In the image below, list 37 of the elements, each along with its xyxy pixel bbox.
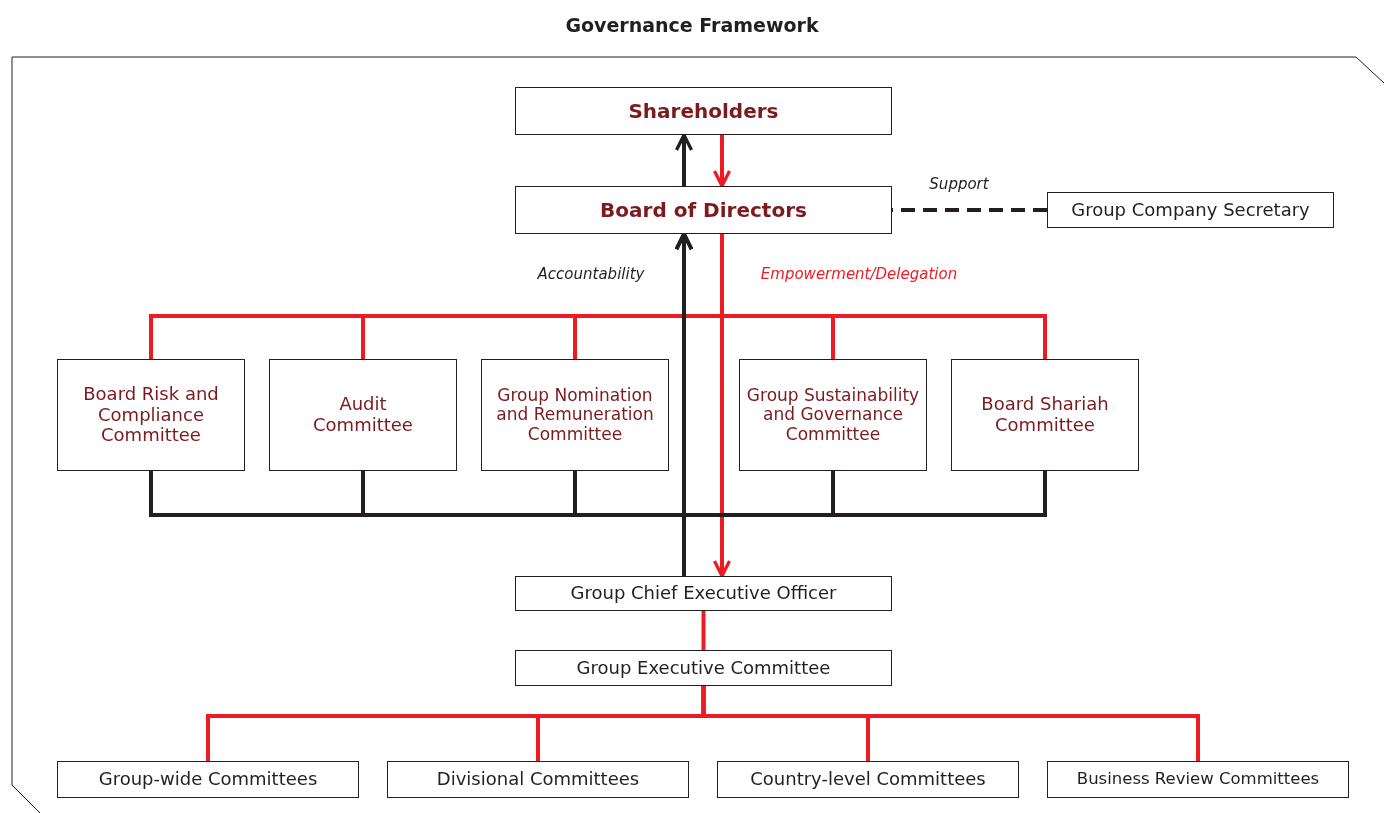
box-label: Divisional Committees <box>436 769 640 790</box>
arrow <box>674 133 694 186</box>
org-box <box>515 576 892 611</box>
box-label: Audit Committee <box>312 394 414 436</box>
org-box <box>515 650 892 686</box>
connector-line <box>701 611 706 650</box>
org-box <box>515 186 892 234</box>
box-label: Group Sustainability and Governance Committee <box>746 385 920 445</box>
box-label: Board Risk and Compliance Committee <box>82 383 220 447</box>
box-label: Group Chief Executive Officer <box>570 583 837 604</box>
box-label: Board of Directors <box>600 198 807 222</box>
box-label: Group Executive Committee <box>576 657 831 679</box>
diagram-title: Governance Framework <box>564 14 820 36</box>
org-box <box>1047 761 1349 798</box>
edge-label: Accountability <box>535 265 647 283</box>
org-box <box>515 87 892 135</box>
org-box <box>387 761 689 798</box>
connector-line <box>720 234 1047 359</box>
box-label: Group Nomination and Remuneration Committee <box>495 385 655 445</box>
org-box <box>739 359 927 471</box>
box-label: Shareholders <box>628 99 779 123</box>
box-label: Board Shariah Committee <box>980 394 1110 436</box>
connector-line <box>701 686 1200 761</box>
box-label: Business Review Committees <box>1076 770 1320 789</box>
box-label: Group Company Secretary <box>1071 199 1310 221</box>
org-box <box>269 359 457 471</box>
arrow <box>712 135 732 188</box>
org-box <box>717 761 1019 798</box>
edge-label: Support <box>927 175 991 193</box>
box-label: Group-wide Committees <box>98 769 318 790</box>
edge-label: Empowerment/Delegation <box>758 265 960 283</box>
org-box <box>57 761 359 798</box>
box-label: Country-level Committees <box>750 769 986 790</box>
org-box <box>1047 192 1334 228</box>
org-box <box>951 359 1139 471</box>
org-box <box>57 359 245 471</box>
org-box <box>481 359 669 471</box>
